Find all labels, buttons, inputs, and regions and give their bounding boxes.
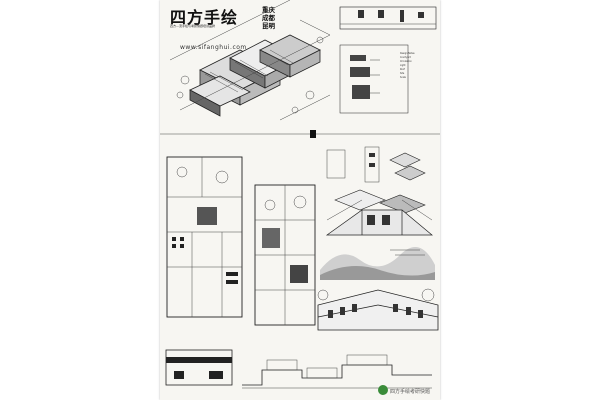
watermark-text: 四方手绘考研快题 bbox=[390, 389, 431, 395]
design-note-6: Scale bbox=[400, 76, 406, 79]
design-notes-panel: Design Notes Courtyard Circulation Light… bbox=[400, 52, 436, 80]
bottom-section bbox=[242, 354, 432, 389]
floor-plan-left bbox=[166, 156, 243, 318]
brand-logo-text: 四方手绘 bbox=[170, 8, 239, 27]
section-divider bbox=[160, 130, 440, 138]
design-note-3: Light bbox=[400, 64, 406, 67]
aerial-axonometric-drawing bbox=[169, 0, 331, 121]
perspective-sketch-mid bbox=[325, 199, 433, 236]
bottom-elevation bbox=[165, 349, 233, 386]
city-3: 昆明 bbox=[262, 22, 275, 30]
wechat-icon bbox=[378, 385, 388, 395]
brand-tagline: 四方—流手绘与考研快题培训品牌 bbox=[170, 24, 216, 28]
perspective-sketch-top bbox=[339, 44, 409, 114]
city-list: 重庆 成都 昆明 bbox=[262, 6, 284, 30]
city-2: 成都 bbox=[262, 14, 275, 22]
design-notes-title: Design Notes bbox=[400, 52, 415, 55]
design-note-4: Roof bbox=[400, 68, 405, 71]
landscape-ink-sketch bbox=[320, 247, 435, 280]
design-note-5: Site bbox=[400, 72, 405, 75]
floor-plan-center bbox=[254, 184, 316, 326]
website-url: www.sifanghui.com bbox=[180, 44, 247, 51]
design-note-1: Courtyard bbox=[400, 56, 411, 59]
design-board: 四方手绘 四方—流手绘与考研快题培训品牌 重庆 成都 昆明 www.sifang… bbox=[160, 0, 440, 400]
top-elevation-sketch bbox=[339, 6, 437, 30]
design-note-2: Circulation bbox=[400, 60, 412, 63]
perspective-sketch-bottom bbox=[317, 288, 439, 331]
city-1: 重庆 bbox=[262, 6, 275, 14]
elevation-sketches bbox=[326, 146, 426, 214]
